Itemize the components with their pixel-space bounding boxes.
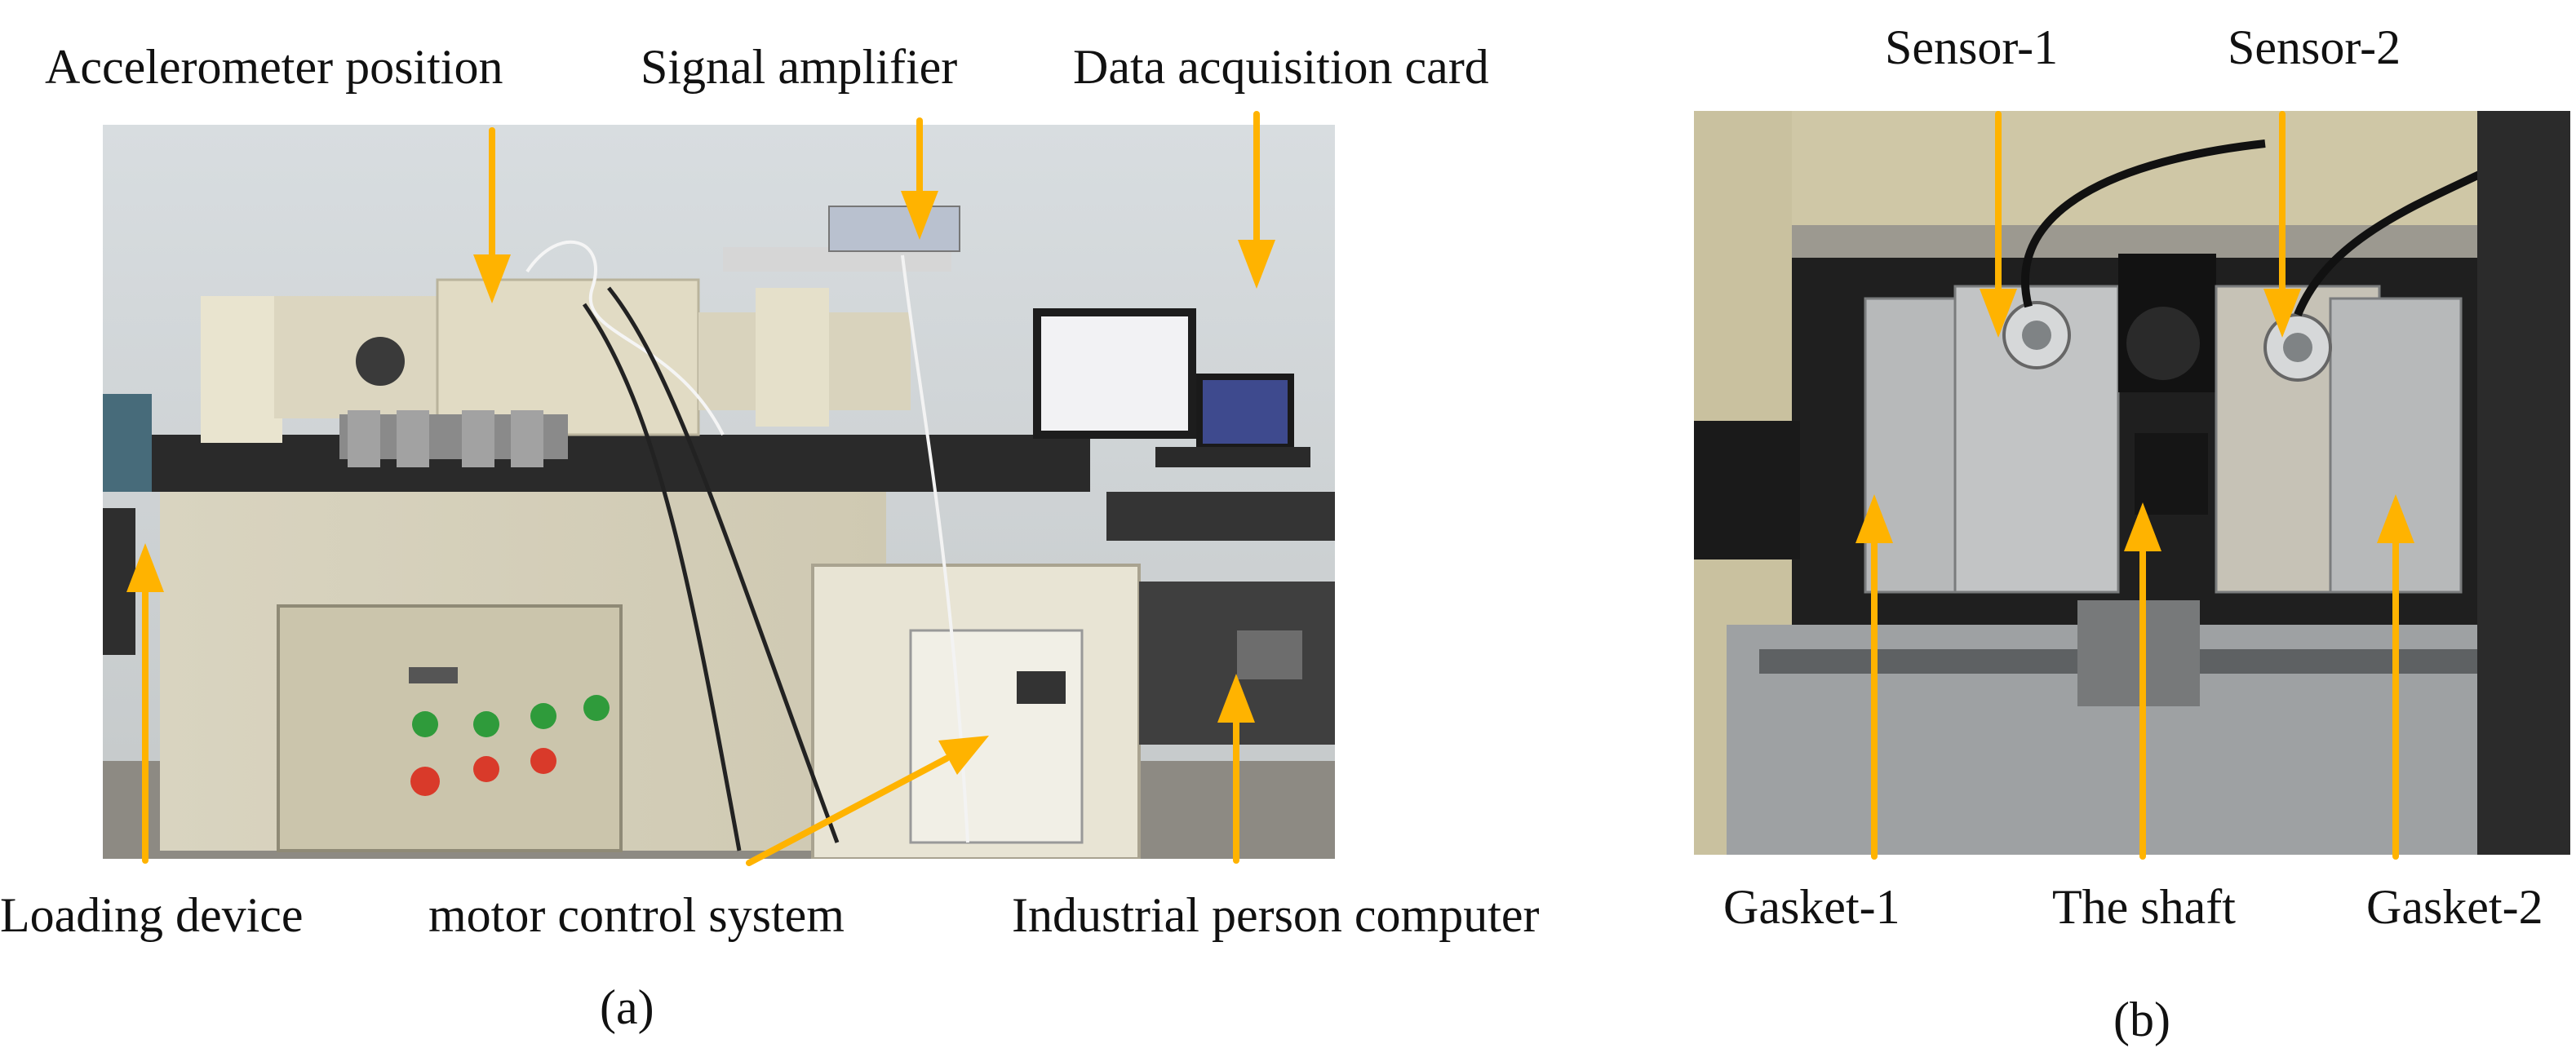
label-gasket-1: Gasket-1 <box>1723 880 1900 934</box>
caption-b: (b) <box>2113 993 2170 1046</box>
label-gasket-2: Gasket-2 <box>2366 880 2543 934</box>
label-sensor-2: Sensor-2 <box>2228 20 2401 74</box>
bearing-housing-photo <box>1694 111 2570 855</box>
caption-a: (a) <box>600 980 654 1034</box>
label-loading-device: Loading device <box>0 888 304 942</box>
label-data-acquisition-card: Data acquisition card <box>1073 40 1489 94</box>
label-signal-amplifier: Signal amplifier <box>641 40 958 94</box>
label-the-shaft: The shaft <box>2052 880 2236 934</box>
label-motor-control-system: motor control system <box>428 888 845 942</box>
label-accelerometer-position: Accelerometer position <box>45 40 503 94</box>
label-industrial-person-computer: Industrial person computer <box>1012 888 1540 942</box>
label-sensor-1: Sensor-1 <box>1885 20 2059 74</box>
test-rig-photo <box>103 125 1335 859</box>
